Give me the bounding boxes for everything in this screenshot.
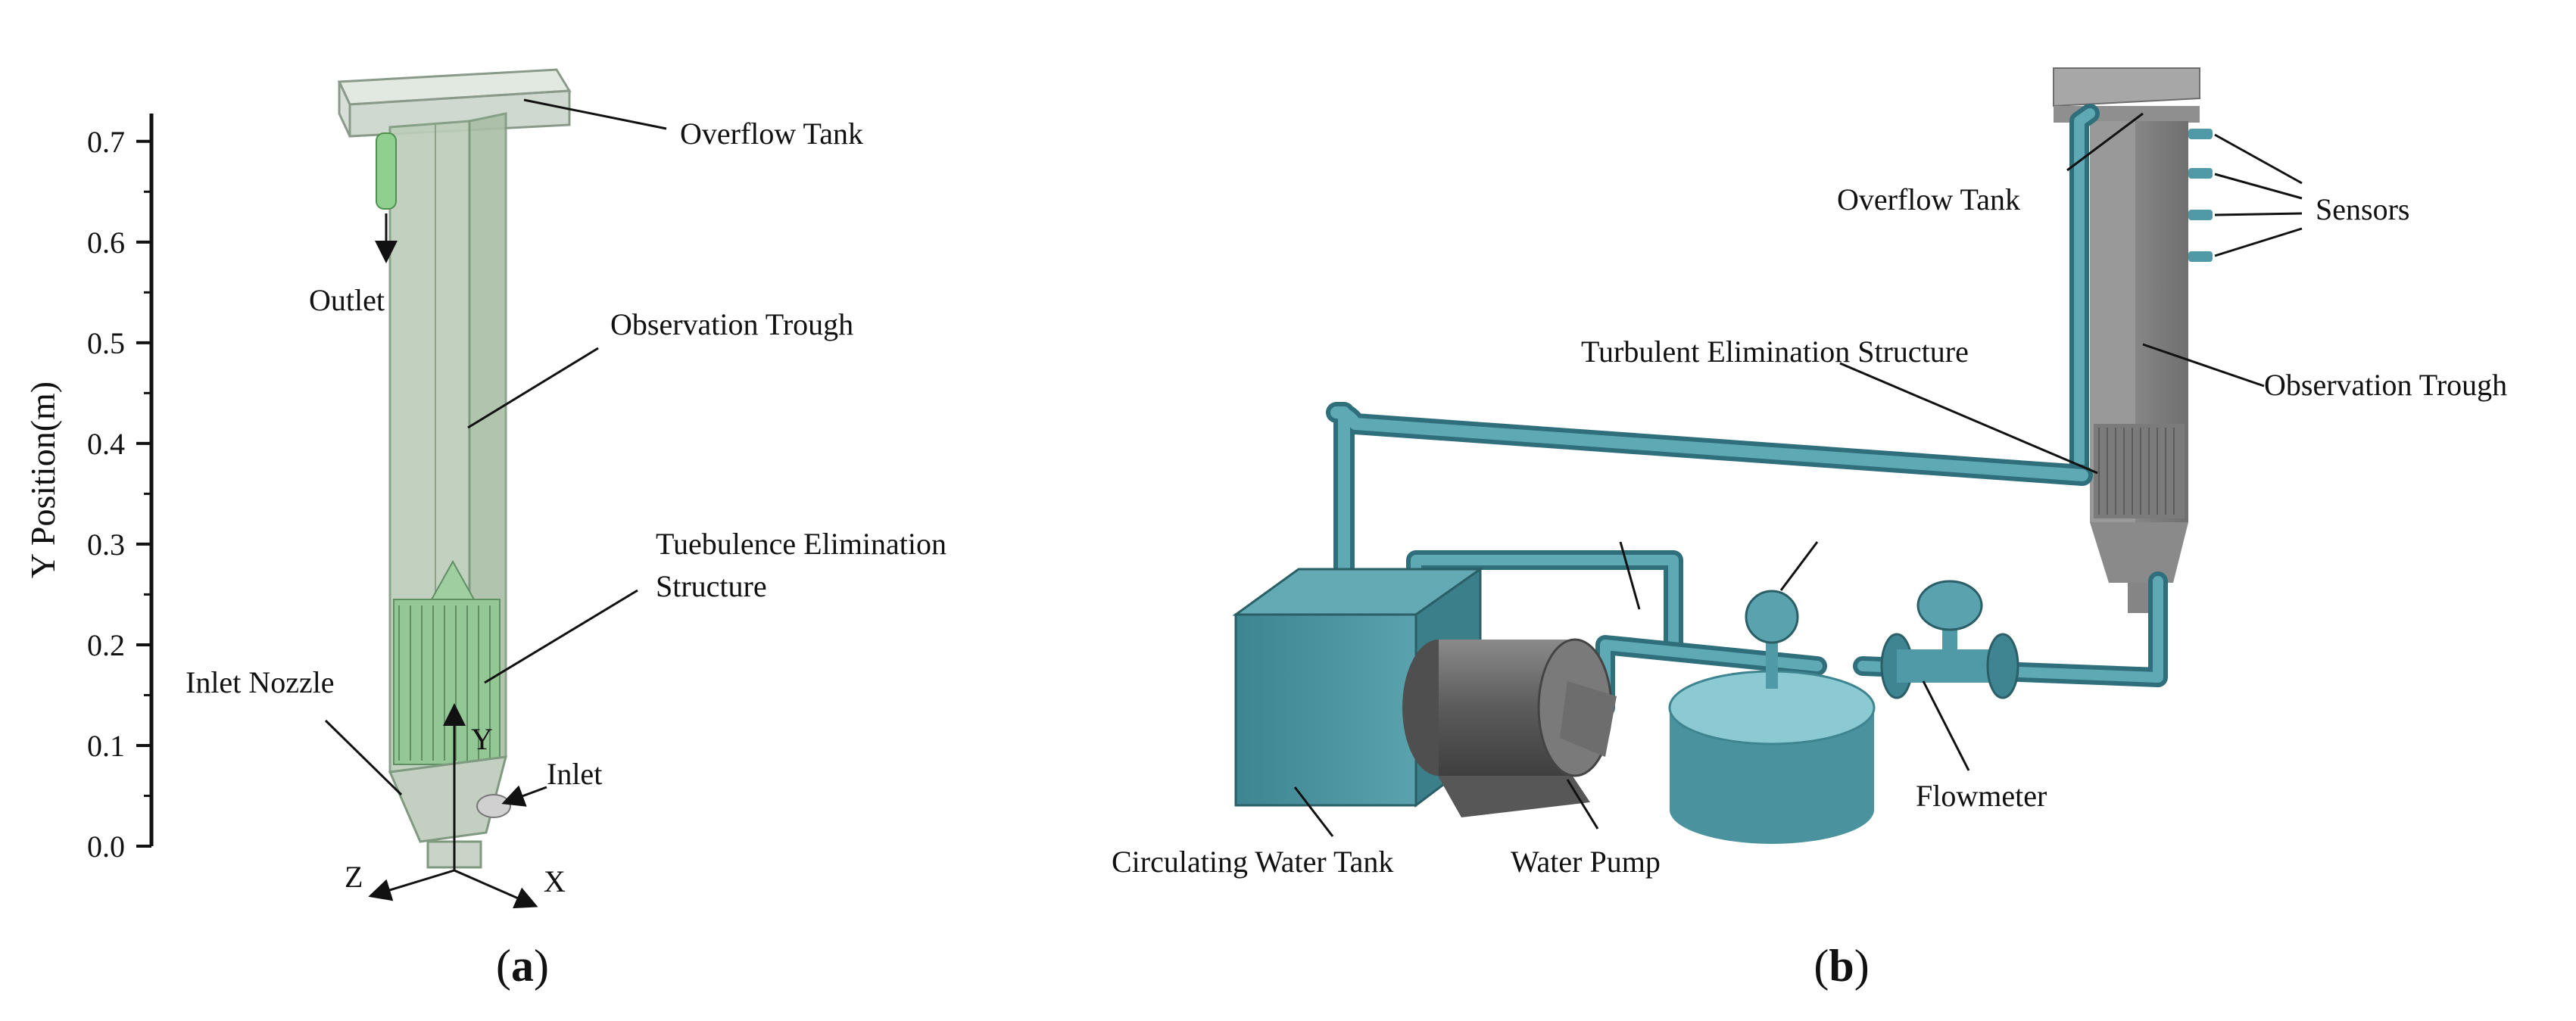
valve-pointer [1619,541,1641,610]
gauge-pointer [1779,541,1819,591]
observation-trough-b [2053,67,2213,613]
y-tick-label: 0.0 [87,830,125,864]
leader-turbulent-elimination [1839,362,2098,475]
caption-a: (a) [496,941,549,991]
trough-hopper [388,755,508,843]
flowmeter-body [1897,649,2003,683]
x-direction-arrow [454,869,538,909]
inlet-pipe [476,794,511,818]
turbulence-structure-fins [398,605,491,761]
caption-a-letter: a [511,941,534,991]
leader-overflow-tank [523,98,667,130]
y-tick-label: 0.3 [87,528,125,562]
turbulence-structure-b [2094,424,2185,518]
return-pipe-hl [1330,406,2088,657]
label-flowmeter: Flowmeter [1916,779,2047,813]
leader-sensor-1 [2214,133,2303,185]
panel-a-leaders [324,98,667,796]
sensors [2188,129,2213,262]
circulating-water-tank [1232,567,1484,808]
label-overflow-tank-b: Overflow Tank [1837,182,2020,216]
axis-label-y: Y [471,722,493,756]
y-axis-ticks: 0.0 0.1 0.2 0.3 0.4 0.5 0.6 0.7 [87,125,151,864]
water-pump [1402,638,1617,817]
y-tick-label: 0.7 [87,125,125,159]
sensor-1 [2188,129,2213,139]
pressure-tank [1668,541,1876,844]
sensor-3 [2188,210,2213,220]
leader-flowmeter [1922,680,1970,771]
coordinate-triad: Y X Z [345,703,566,909]
observation-trough-3d [337,68,572,869]
caption-a-close: ) [534,941,549,991]
trough-b-hopper [2090,522,2188,583]
caption-b-open: ( [1813,941,1829,991]
sensor-2 [2188,168,2213,179]
leader-turbulence [484,589,638,684]
pump-head [1560,681,1617,757]
label-sensors: Sensors [2316,192,2409,226]
label-inlet-nozzle: Inlet Nozzle [186,665,335,699]
leader-observation-trough-b [2142,343,2265,388]
turbulence-structure-b-fins [2098,428,2175,515]
inlet-arrow [501,785,547,807]
pressure-gauge [1745,590,1799,644]
turbulence-structure-peak [430,559,476,600]
y-axis-title: Y Position(m) [23,381,62,578]
riser-pipe-hl [2074,108,2095,475]
leader-overflow-tank-b [2066,112,2144,172]
caption-b: (b) [1813,941,1869,991]
leader-sensor-2 [2214,173,2303,200]
axis-label-x: X [544,864,566,898]
panel-b: Overflow Tank Sensors Turbulent Eliminat… [1112,67,2507,991]
label-circulating-water-tank: Circulating Water Tank [1112,845,1393,879]
pressure-tank-body [1670,708,1874,844]
axis-label-z: Z [345,860,363,894]
label-outlet: Outlet [309,283,385,317]
y-tick-label: 0.5 [87,326,125,360]
y-axis: 0.0 0.1 0.2 0.3 0.4 0.5 0.6 0.7 Y Position(m) [23,114,154,864]
caption-a-open: ( [496,941,511,991]
label-turbulent-elimination: Turbulent Elimination Structure [1581,335,1969,369]
leader-observation-trough [467,347,599,429]
panel-b-leaders [1293,112,2303,837]
caption-b-close: ) [1854,941,1870,991]
leader-sensor-4 [2214,227,2303,257]
z-direction-arrow [368,869,455,901]
y-tick-label: 0.4 [87,427,125,461]
panel-a: 0.0 0.1 0.2 0.3 0.4 0.5 0.6 0.7 Y Position(m) [23,68,947,991]
caption-b-letter: b [1829,941,1854,991]
flowmeter-transmitter [1916,580,1983,631]
tank-front [1234,613,1417,807]
leader-inlet-nozzle [324,719,403,796]
turbulence-structure-block [393,599,501,765]
label-overflow-tank-a: Overflow Tank [680,117,863,151]
label-observation-trough-a: Observation Trough [610,307,853,341]
y-tick-label: 0.2 [87,628,125,662]
flowmeter-flange-right [1986,633,2019,699]
y-tick-label: 0.1 [87,729,125,763]
overflow-tank-side [348,89,571,138]
pressure-gauge-stem [1766,636,1778,689]
label-turbulence-line1: Tuebulence Elimination [656,527,947,561]
label-turbulence-line2: Structure [656,569,767,603]
label-inlet: Inlet [547,757,602,791]
leader-water-pump [1566,779,1599,830]
label-observation-trough-b: Observation Trough [2264,368,2507,402]
label-water-pump: Water Pump [1511,845,1661,879]
leader-circulating-water-tank [1293,786,1334,837]
leader-sensor-3 [2214,212,2303,216]
overflow-tank-b-top [2053,67,2200,107]
outlet-pipe [376,132,397,210]
sensor-4 [2188,251,2213,262]
y-tick-label: 0.6 [87,226,125,260]
flowmeter [1880,580,2019,699]
